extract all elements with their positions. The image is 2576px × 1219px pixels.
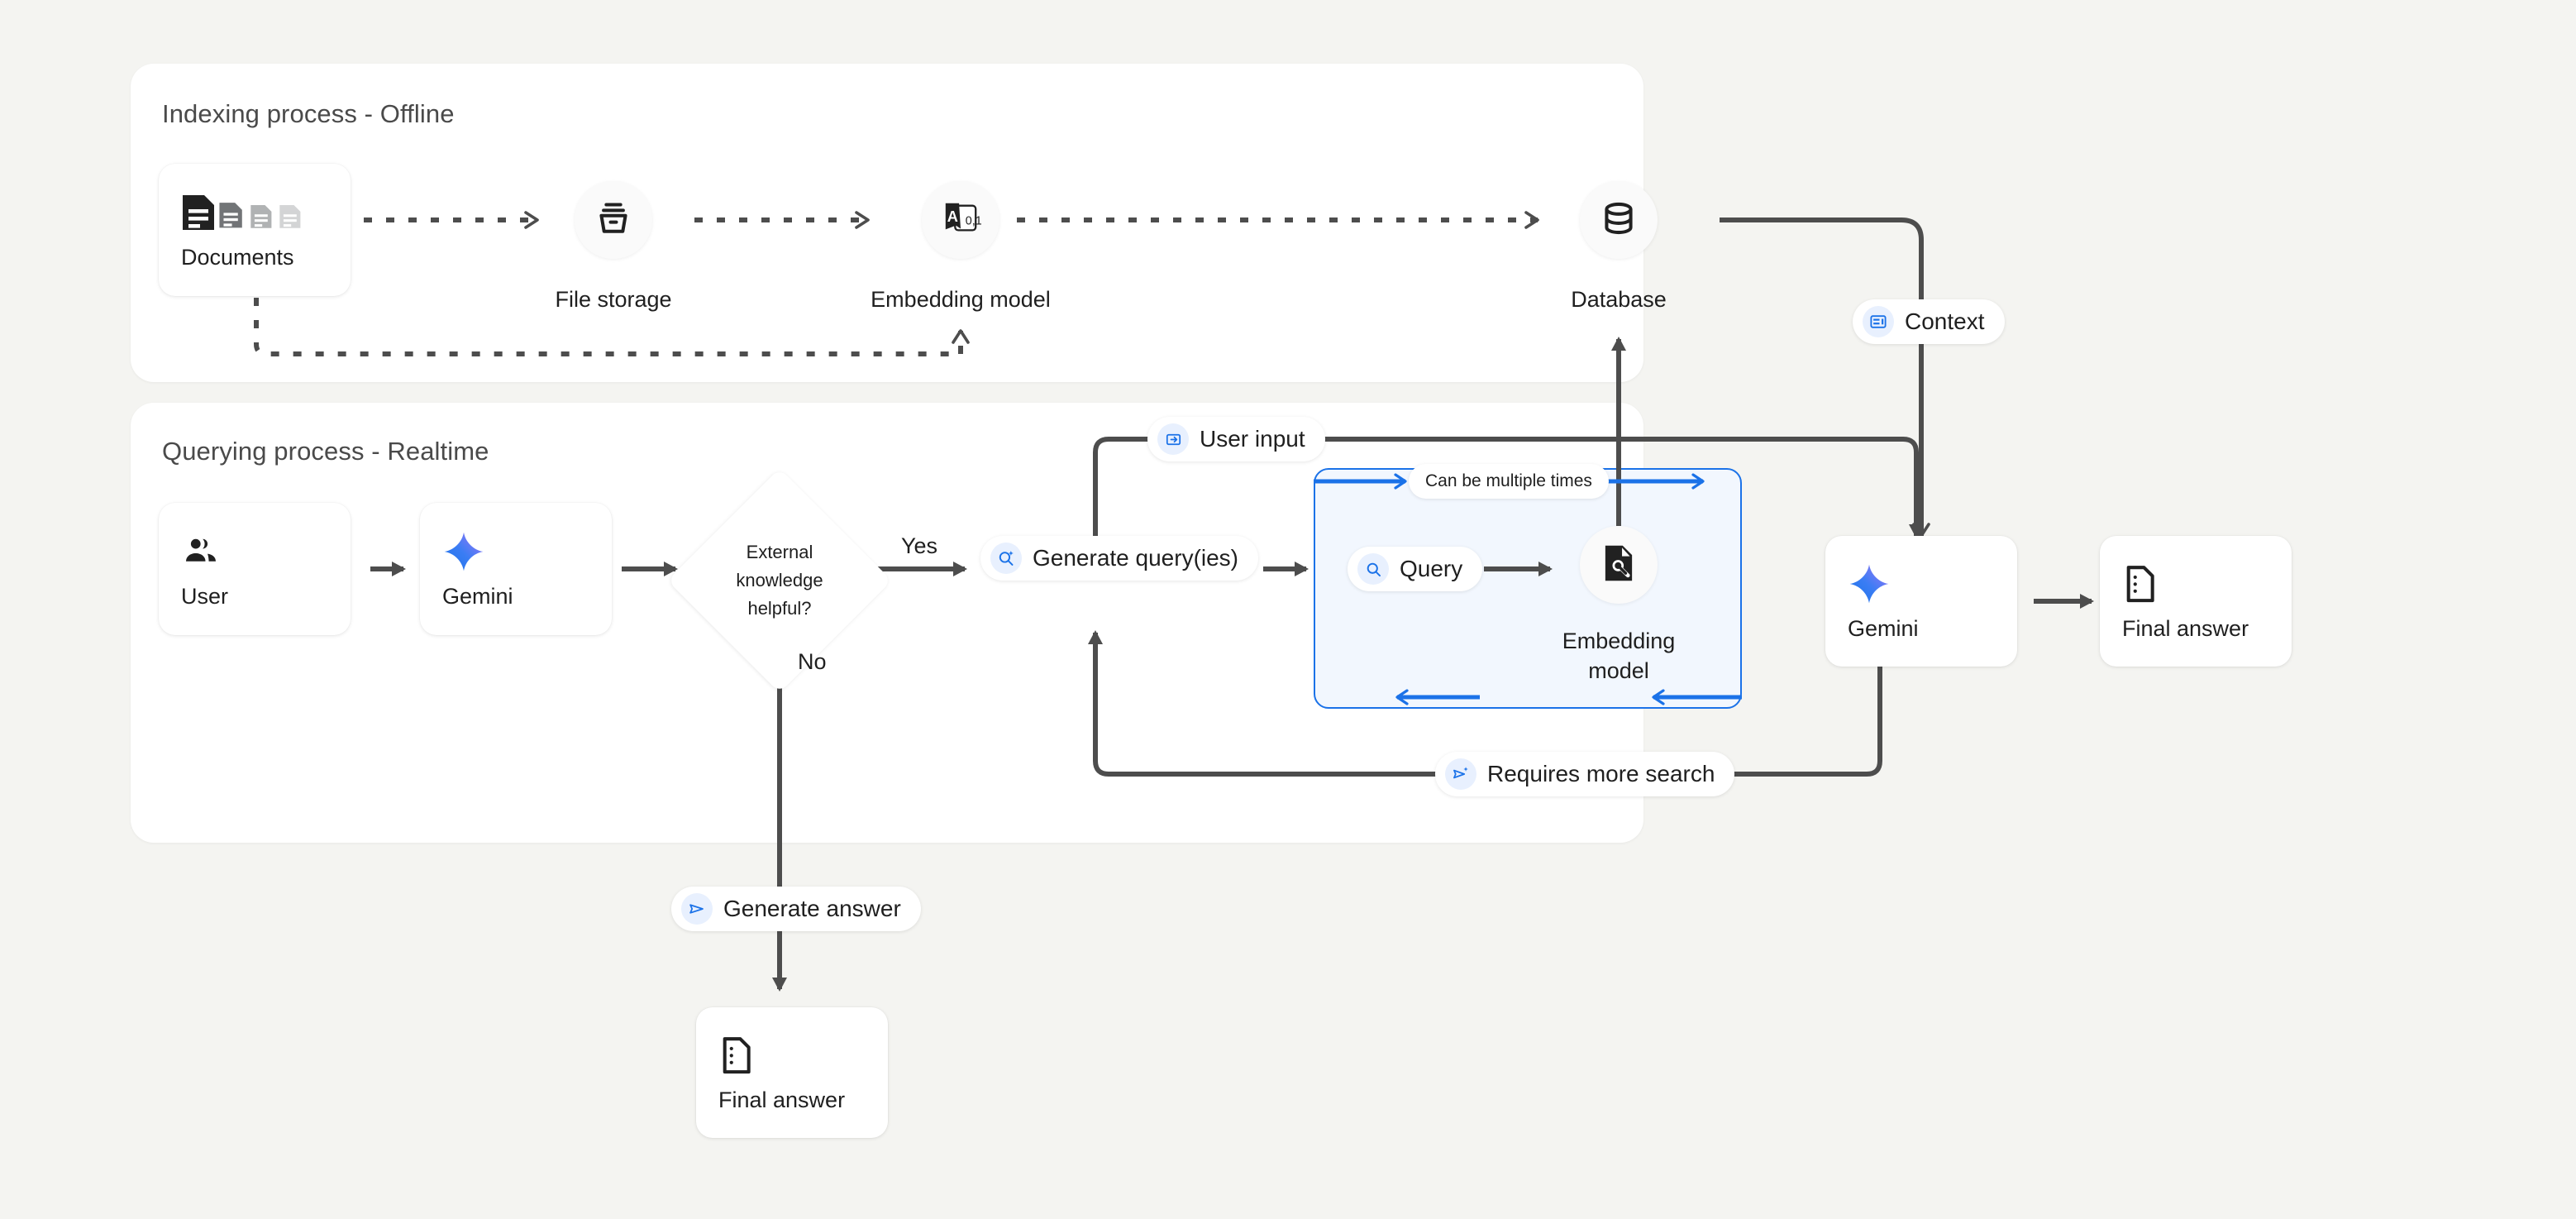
chip-user-input-label: User input	[1200, 426, 1305, 452]
node-user-label: User	[181, 583, 229, 609]
node-database-label: Database	[1571, 287, 1667, 312]
answer-doc-icon	[2122, 562, 2292, 606]
chip-context[interactable]: Context	[1853, 299, 2005, 344]
context-card-icon	[1863, 306, 1894, 337]
database-icon	[1600, 199, 1638, 241]
decision-external-knowledge[interactable]: External knowledge helpful?	[667, 468, 892, 693]
chip-user-input[interactable]: User input	[1147, 417, 1325, 461]
edge-label-yes: Yes	[901, 533, 938, 558]
chip-requires-more-search[interactable]: Requires more search	[1435, 752, 1735, 796]
node-documents[interactable]: Documents	[159, 164, 351, 296]
chip-generate-queries[interactable]: Generate query(ies)	[980, 536, 1259, 581]
chip-query-label: Query	[1400, 556, 1463, 581]
node-embedding-model-query-label: Embedding model	[1562, 629, 1676, 683]
search-spark-icon	[990, 543, 1022, 574]
node-file-storage[interactable]	[575, 181, 652, 259]
send-icon	[681, 893, 713, 925]
chip-query[interactable]: Query	[1348, 547, 1483, 591]
documents-icon	[181, 190, 351, 235]
chip-generate-answer-label: Generate answer	[723, 896, 901, 921]
people-icon	[181, 529, 351, 574]
panel-querying-title: Querying process - Realtime	[162, 437, 489, 466]
node-final-answer-right[interactable]: Final answer	[2100, 536, 2292, 667]
node-embedding-model-query[interactable]	[1580, 526, 1658, 604]
text-to-vector-icon: 0,1 A	[940, 199, 982, 241]
node-gemini-right[interactable]: Gemini	[1825, 536, 2017, 667]
node-gemini-right-label: Gemini	[1848, 615, 1919, 641]
node-file-storage-label: File storage	[555, 287, 672, 312]
chip-generate-answer[interactable]: Generate answer	[671, 887, 921, 931]
node-documents-label: Documents	[181, 244, 294, 270]
svg-text:A: A	[947, 208, 958, 224]
decision-label: External knowledge helpful?	[736, 541, 823, 619]
node-final-answer-bottom[interactable]: Final answer	[696, 1007, 888, 1138]
gemini-spark-icon	[442, 529, 612, 574]
node-user[interactable]: User	[159, 503, 351, 635]
node-database[interactable]	[1580, 181, 1658, 259]
archive-icon	[594, 199, 632, 241]
document-search-icon	[1600, 543, 1637, 587]
answer-doc-icon	[718, 1033, 888, 1078]
send-spark-icon	[1445, 758, 1476, 790]
search-icon	[1357, 553, 1389, 585]
chip-loop-note: Can be multiple times	[1409, 464, 1609, 499]
node-gemini-left[interactable]: Gemini	[420, 503, 612, 635]
panel-indexing-title: Indexing process - Offline	[162, 99, 455, 128]
chip-context-label: Context	[1905, 308, 1985, 334]
node-final-answer-right-label: Final answer	[2122, 615, 2249, 641]
chip-generate-queries-label: Generate query(ies)	[1033, 545, 1239, 571]
node-embedding-model-indexing[interactable]: 0,1 A	[922, 181, 999, 259]
node-final-answer-bottom-label: Final answer	[718, 1087, 846, 1112]
node-embedding-model-indexing-label: Embedding model	[871, 287, 1051, 312]
chip-loop-note-label: Can be multiple times	[1425, 471, 1592, 490]
login-icon	[1157, 423, 1189, 455]
gemini-spark-icon	[1848, 562, 2017, 606]
edge-label-no: No	[798, 649, 827, 674]
chip-requires-more-search-label: Requires more search	[1487, 761, 1715, 786]
svg-text:0,1: 0,1	[966, 214, 981, 227]
node-gemini-left-label: Gemini	[442, 583, 513, 609]
